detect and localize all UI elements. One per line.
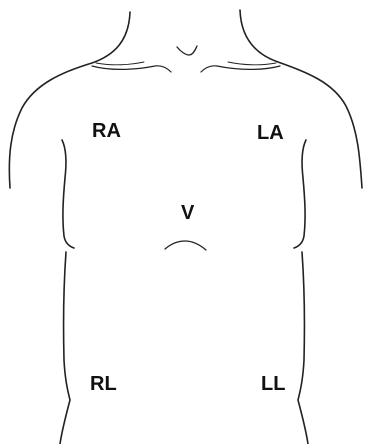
torso-left-side [62,140,74,248]
neck-right-line [240,10,362,188]
sternal-notch [177,46,197,55]
electrode-label-v: V [181,203,194,223]
clavicle-left [92,66,171,72]
electrode-label-ra: RA [92,121,121,141]
torso-right-side [294,140,306,248]
torso-left-lower [60,252,70,444]
electrode-label-la: LA [257,123,284,143]
clavicle-right-shadow [228,62,276,65]
electrode-label-rl: RL [90,374,117,394]
clavicle-left-shadow [96,62,144,65]
torso-right-lower [298,252,308,444]
xiphoid-curve [165,241,206,250]
electrode-label-ll: LL [261,374,285,394]
neck-left-line [9,12,130,188]
clavicle-right [201,66,280,72]
